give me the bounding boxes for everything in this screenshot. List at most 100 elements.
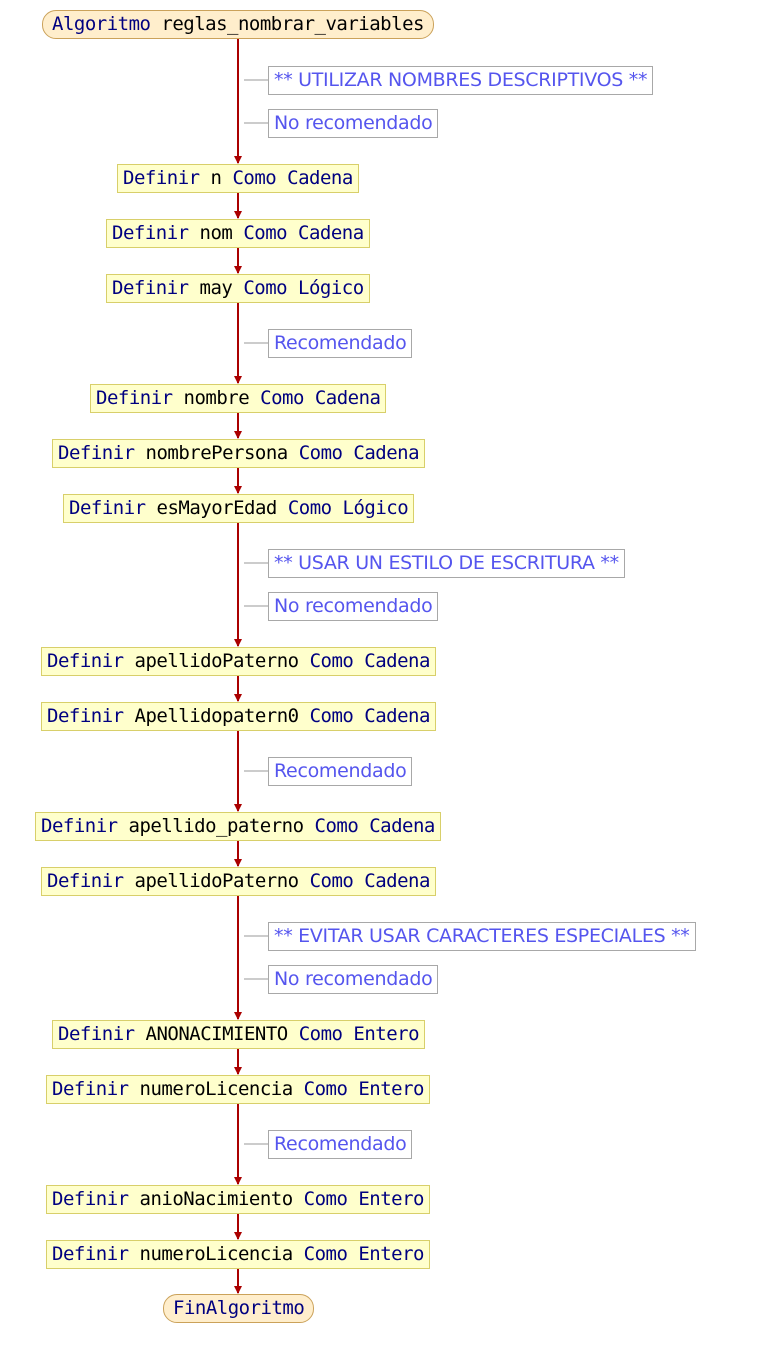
comment-text: No recomendado xyxy=(274,968,433,990)
define-statement[interactable]: Definir nom Como Cadena xyxy=(106,219,370,248)
type-name: Entero xyxy=(358,1188,424,1210)
type-name: Entero xyxy=(353,1023,420,1045)
end-terminal[interactable]: FinAlgoritmo xyxy=(163,1294,315,1323)
comment-box[interactable]: No recomendado xyxy=(268,592,439,621)
as-keyword: Como xyxy=(303,1243,348,1265)
variable-name: Apellidopatern0 xyxy=(134,705,300,727)
define-statement[interactable]: Definir ANONACIMIENTO Como Entero xyxy=(52,1020,426,1049)
comment-box[interactable]: Recomendado xyxy=(268,1130,413,1159)
type-name: Cadena xyxy=(314,387,381,409)
end-label: FinAlgoritmo xyxy=(173,1297,305,1319)
comment-box[interactable]: Recomendado xyxy=(268,757,413,786)
comment-text: Recomendado xyxy=(274,1133,407,1155)
type-name: Entero xyxy=(358,1243,424,1265)
comment-text: ** UTILIZAR NOMBRES DESCRIPTIVOS ** xyxy=(274,69,648,91)
as-keyword: Como xyxy=(298,1023,343,1045)
define-keyword: Definir xyxy=(58,442,135,464)
comment-text: ** EVITAR USAR CARACTERES ESPECIALES ** xyxy=(274,925,690,947)
as-keyword: Como xyxy=(314,815,359,837)
type-name: Cadena xyxy=(364,650,430,672)
as-keyword: Como xyxy=(287,497,332,519)
flow-arrowhead xyxy=(234,1177,242,1185)
flow-arrowhead xyxy=(234,1232,242,1240)
variable-name: numeroLicencia xyxy=(139,1243,294,1265)
variable-name: numeroLicencia xyxy=(139,1078,294,1100)
flow-arrowhead xyxy=(234,1286,242,1294)
define-statement[interactable]: Definir esMayorEdad Como Lógico xyxy=(63,494,415,523)
variable-name: nombrePersona xyxy=(145,442,289,464)
define-statement[interactable]: Definir numeroLicencia Como Entero xyxy=(46,1075,430,1104)
flow-arrowhead xyxy=(234,1067,242,1075)
type-name: Cadena xyxy=(353,442,420,464)
variable-name: nombre xyxy=(183,387,250,409)
as-keyword: Como xyxy=(309,705,354,727)
type-name: Cadena xyxy=(287,167,353,189)
algorithm-name: reglas_nombrar_variables xyxy=(161,13,424,35)
as-keyword: Como xyxy=(260,387,304,409)
define-keyword: Definir xyxy=(69,497,146,519)
as-keyword: Como xyxy=(232,167,277,189)
define-statement[interactable]: Definir nombre Como Cadena xyxy=(90,384,387,413)
as-keyword: Como xyxy=(243,277,288,299)
define-keyword: Definir xyxy=(47,650,124,672)
comment-box[interactable]: No recomendado xyxy=(268,109,439,138)
as-keyword: Como xyxy=(309,650,354,672)
start-terminal[interactable]: Algoritmo reglas_nombrar_variables xyxy=(42,10,434,39)
variable-name: esMayorEdad xyxy=(156,497,278,519)
define-statement[interactable]: Definir apellidoPaterno Como Cadena xyxy=(41,647,436,676)
variable-name: anioNacimiento xyxy=(139,1188,294,1210)
define-statement[interactable]: Definir may Como Lógico xyxy=(106,274,370,303)
comment-box[interactable]: Recomendado xyxy=(268,329,413,358)
comment-box[interactable]: ** EVITAR USAR CARACTERES ESPECIALES ** xyxy=(268,922,696,951)
define-keyword: Definir xyxy=(52,1188,129,1210)
flow-arrowhead xyxy=(234,376,242,384)
define-keyword: Definir xyxy=(41,815,118,837)
define-statement[interactable]: Definir Apellidopatern0 Como Cadena xyxy=(41,702,436,731)
comment-text: Recomendado xyxy=(274,332,407,354)
flow-arrowhead xyxy=(234,694,242,702)
variable-name: n xyxy=(210,167,222,189)
variable-name: ANONACIMIENTO xyxy=(145,1023,289,1045)
flow-arrowhead xyxy=(234,859,242,867)
define-statement[interactable]: Definir numeroLicencia Como Entero xyxy=(46,1240,430,1269)
comment-box[interactable]: ** UTILIZAR NOMBRES DESCRIPTIVOS ** xyxy=(268,66,654,95)
flow-arrowhead xyxy=(234,211,242,219)
start-keyword: Algoritmo xyxy=(52,13,151,35)
type-name: Cadena xyxy=(369,815,435,837)
flow-arrowhead xyxy=(234,1012,242,1020)
comment-text: No recomendado xyxy=(274,112,433,134)
define-keyword: Definir xyxy=(47,870,124,892)
define-statement[interactable]: Definir apellido_paterno Como Cadena xyxy=(35,812,441,841)
define-keyword: Definir xyxy=(52,1078,129,1100)
as-keyword: Como xyxy=(303,1188,348,1210)
define-statement[interactable]: Definir apellidoPaterno Como Cadena xyxy=(41,867,436,896)
define-statement[interactable]: Definir nombrePersona Como Cadena xyxy=(52,439,426,468)
flow-arrowhead xyxy=(234,639,242,647)
as-keyword: Como xyxy=(298,442,343,464)
define-statement[interactable]: Definir anioNacimiento Como Entero xyxy=(46,1185,430,1214)
comment-text: No recomendado xyxy=(274,595,433,617)
flow-arrowhead xyxy=(234,156,242,164)
type-name: Cadena xyxy=(298,222,364,244)
variable-name: apellido_paterno xyxy=(128,815,305,837)
type-name: Cadena xyxy=(364,870,430,892)
define-keyword: Definir xyxy=(47,705,124,727)
variable-name: apellidoPaterno xyxy=(134,650,300,672)
as-keyword: Como xyxy=(243,222,288,244)
as-keyword: Como xyxy=(303,1078,348,1100)
define-keyword: Definir xyxy=(123,167,200,189)
flow-arrowhead xyxy=(234,804,242,812)
variable-name: may xyxy=(199,277,233,299)
as-keyword: Como xyxy=(309,870,354,892)
define-keyword: Definir xyxy=(58,1023,135,1045)
define-statement[interactable]: Definir n Como Cadena xyxy=(117,164,359,193)
variable-name: apellidoPaterno xyxy=(134,870,300,892)
flow-arrowhead xyxy=(234,486,242,494)
define-keyword: Definir xyxy=(112,222,189,244)
define-keyword: Definir xyxy=(96,387,173,409)
comment-box[interactable]: ** USAR UN ESTILO DE ESCRITURA ** xyxy=(268,549,625,578)
type-name: Lógico xyxy=(342,497,409,519)
flow-arrowhead xyxy=(234,266,242,274)
comment-box[interactable]: No recomendado xyxy=(268,965,439,994)
